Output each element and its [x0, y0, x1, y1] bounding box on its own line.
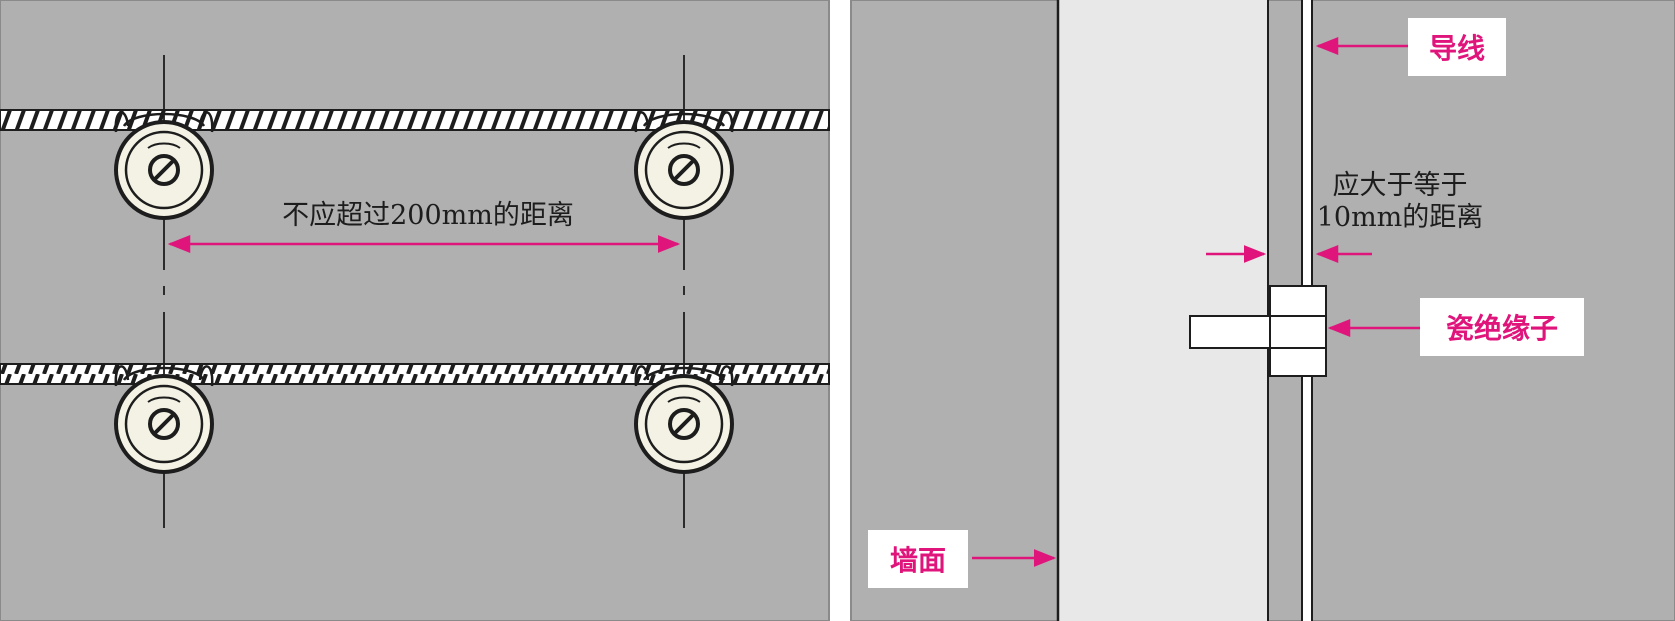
upper-wire	[0, 109, 830, 131]
spacing-label: 不应超过200mm的距离	[282, 200, 574, 231]
wall-label: 墙面	[868, 530, 968, 588]
insulator-label: 瓷绝缘子	[1420, 298, 1584, 356]
wire-label: 导线	[1408, 18, 1506, 76]
wall-face	[1058, 0, 1268, 621]
insulator-side-view	[1189, 285, 1327, 377]
clearance-label: 应大于等于 10mm的距离	[1300, 170, 1500, 234]
lower-wire	[0, 363, 830, 385]
left-panel	[0, 0, 830, 621]
clearance-label-line2: 10mm的距离	[1316, 202, 1484, 233]
clearance-label-line1: 应大于等于	[1332, 170, 1468, 201]
